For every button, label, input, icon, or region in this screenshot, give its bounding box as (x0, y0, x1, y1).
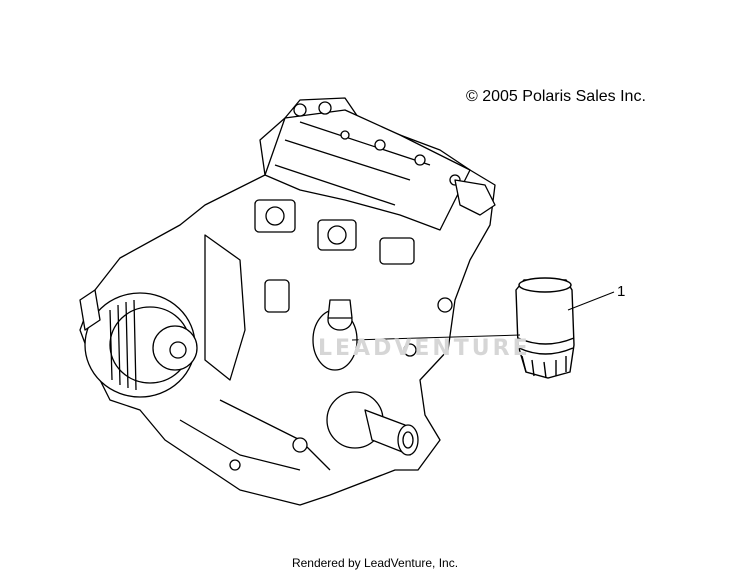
alternator (79, 289, 198, 398)
oil-filter-part (515, 277, 575, 379)
callout-1-label: 1 (617, 283, 626, 300)
watermark: LEADVENTURE (318, 336, 531, 361)
callout-1-secondary-leader (351, 334, 521, 341)
callout-1-leader (567, 291, 615, 311)
leader-lines (351, 291, 615, 341)
output-shaft (326, 391, 419, 456)
engine-assembly-drawing (79, 97, 496, 506)
cylinder-head (264, 109, 471, 231)
copyright-notice: © 2005 Polaris Sales Inc. (466, 88, 646, 105)
footer-credit: Rendered by LeadVenture, Inc. (291, 556, 459, 570)
oil-filter-mount (312, 299, 358, 371)
